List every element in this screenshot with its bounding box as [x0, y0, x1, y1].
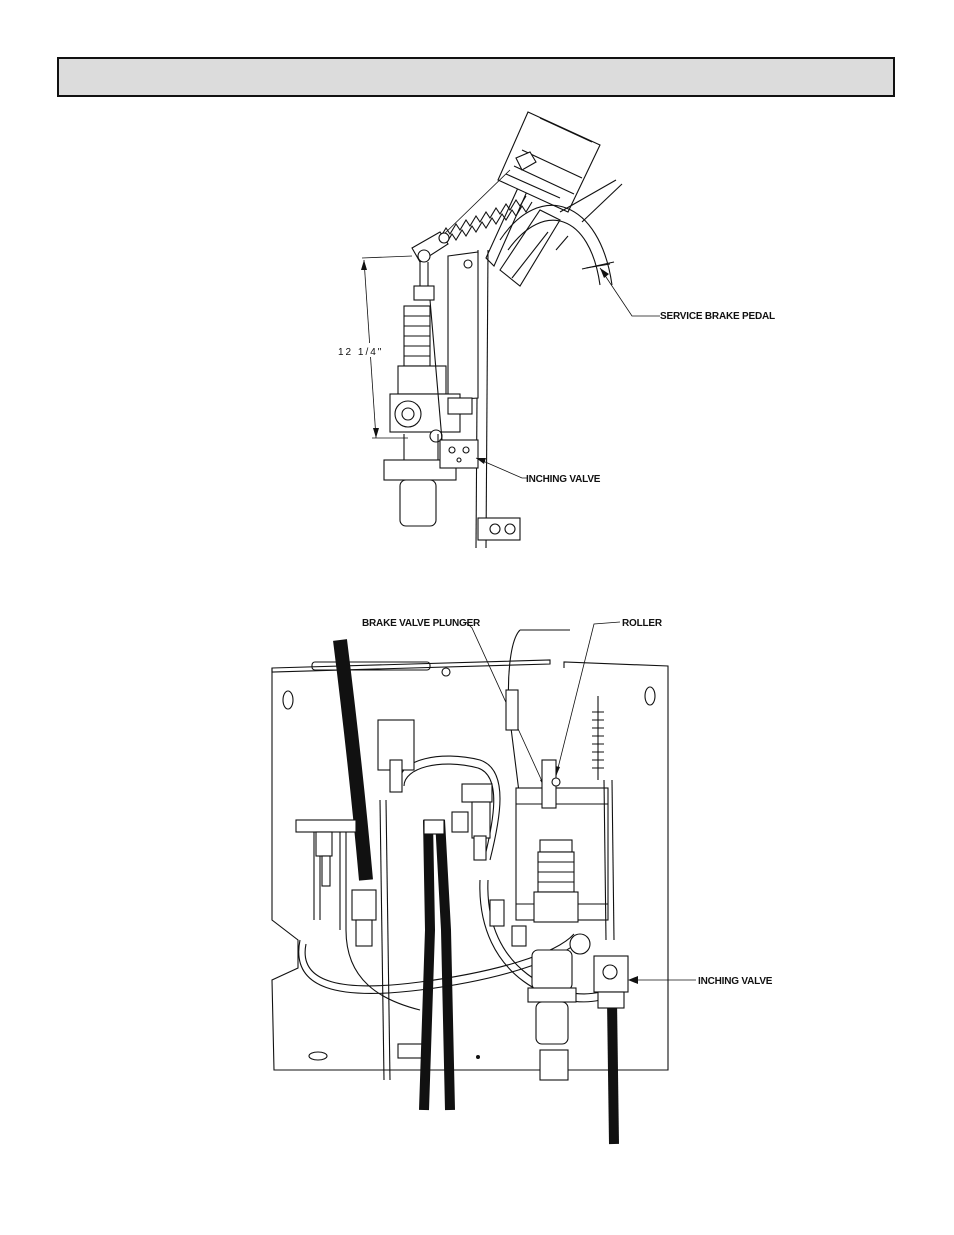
dimension-label: 12 1/4" — [338, 347, 383, 358]
roller-label: ROLLER — [622, 618, 663, 629]
return-spring — [439, 169, 533, 245]
service-brake-pedal-label: SERVICE BRAKE PEDAL — [660, 311, 775, 322]
brake-valve-plunger-leader — [465, 621, 547, 791]
brake-valve-plunger-label: BRAKE VALVE PLUNGER — [362, 618, 481, 629]
service-brake-pedal-leader — [599, 267, 660, 317]
main-hose — [333, 639, 373, 881]
inching-valve-leader — [475, 457, 528, 479]
right-hose — [607, 999, 619, 1145]
roller — [551, 777, 561, 787]
service-brake-pedal-assembly — [485, 111, 623, 287]
brake-valve-assembly — [515, 759, 609, 1045]
section-header-bar — [57, 57, 895, 97]
center-hose-right — [435, 819, 455, 1111]
dimension-marker: 12 1/4" — [335, 255, 413, 439]
brake-pedal-assembly-diagram: 12 1/4" — [335, 111, 775, 549]
mounting-plate — [475, 249, 521, 549]
inching-valve-bottom — [593, 955, 629, 1009]
center-hose-left — [419, 819, 436, 1111]
valve-housing — [383, 251, 479, 527]
fittings — [295, 689, 569, 1081]
mounting-panel — [271, 659, 669, 1071]
inching-valve-label-top: INCHING VALVE — [526, 474, 601, 485]
inching-valve-block — [439, 439, 479, 469]
return-spring-bottom — [592, 696, 615, 941]
brake-valve-panel-diagram: BRAKE VALVE PLUNGER ROLLER INCHING VALVE — [271, 618, 773, 1145]
inching-valve-label-bottom: INCHING VALVE — [698, 976, 773, 987]
roller-leader — [555, 621, 621, 777]
pedal-linkage — [411, 231, 450, 301]
